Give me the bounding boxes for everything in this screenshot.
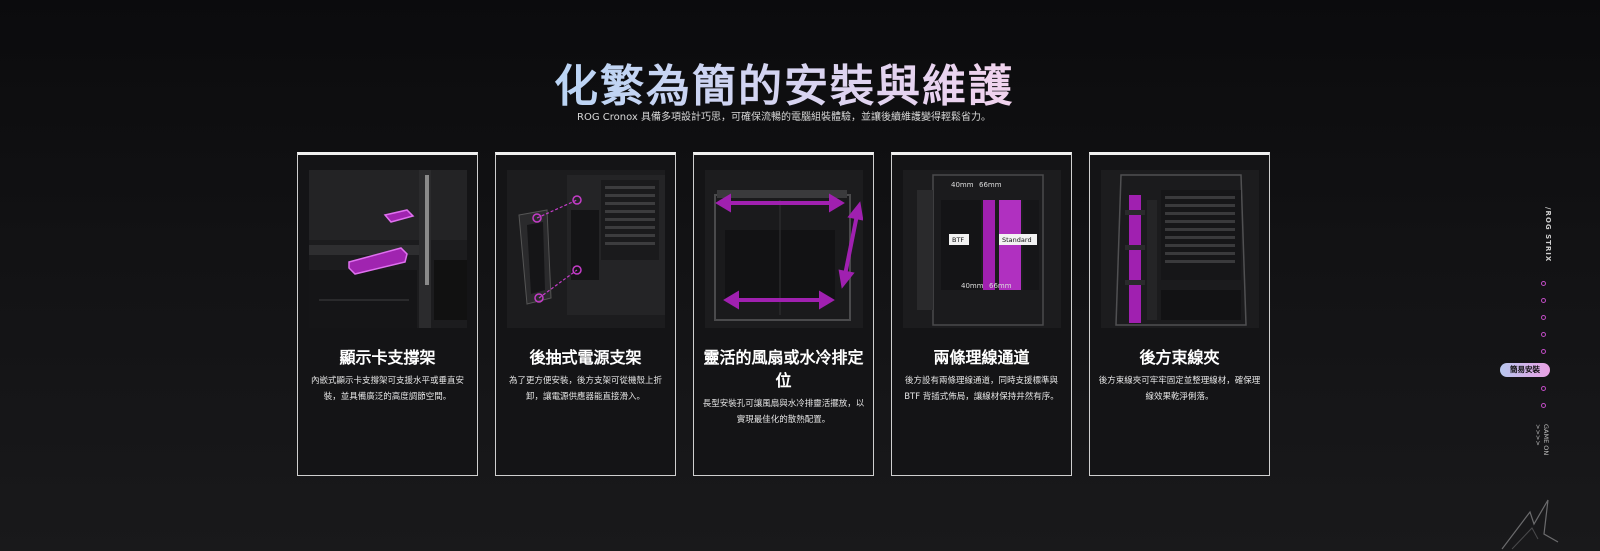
card-description: 為了更方便安裝，後方支架可從機殼上折卸，讓電源供應器能直接滑入。 <box>508 376 662 402</box>
section-nav-dot[interactable] <box>1541 386 1546 391</box>
rog-strix-brand: /ROG STRIX <box>1544 207 1552 263</box>
section-nav-active[interactable]: 簡易安裝 <box>1500 363 1550 377</box>
page-title: 化繁為簡的安裝與維護 <box>0 50 1568 114</box>
gpu-holder-image <box>309 170 467 328</box>
game-on-label: GAME ON >>>> <box>1534 424 1550 456</box>
card-description: 長型安裝孔可讓風扇與水冷排靈活擺放，以實現最佳化的散熱配置。 <box>702 399 865 425</box>
card-description: 後方束線夾可牢牢固定並整理線材，確保理線效果乾淨俐落。 <box>1098 376 1261 402</box>
card-description: 後方設有兩條理線通道，同時支援標準與 BTF 背插式佈局，讓線材保持井然有序。 <box>904 376 1059 402</box>
section-nav-dot[interactable] <box>1541 332 1546 337</box>
feature-card-cable-clips: 後方束線夾 後方束線夾可牢牢固定並整理線材，確保理線效果乾淨俐落。 <box>1089 152 1270 476</box>
section-nav-dot[interactable] <box>1541 315 1546 320</box>
feature-card-fan-radiator: 靈活的風扇或水冷排定位 長型安裝孔可讓風扇與水冷排靈活擺放，以實現最佳化的散熱配… <box>693 152 874 476</box>
label-btf: BTF <box>952 236 964 244</box>
feature-card-gpu-holder: 顯示卡支撐架 內嵌式顯示卡支撐架可支援水平或垂直安裝，並具備廣泛的高度調節空間。 <box>297 152 478 476</box>
section-nav-dot[interactable] <box>1541 281 1546 286</box>
label-top-right: 66mm <box>979 181 1002 189</box>
section-nav-dot[interactable] <box>1541 349 1546 354</box>
card-title: 顯示卡支撐架 <box>339 348 436 367</box>
label-bottom-left: 40mm <box>961 282 984 290</box>
feature-card-psu-bracket: 後抽式電源支架 為了更方便安裝，後方支架可從機殼上折卸，讓電源供應器能直接滑入。 <box>495 152 676 476</box>
label-standard: Standard <box>1002 236 1032 244</box>
rog-eye-logo-icon <box>1501 499 1559 550</box>
fan-radiator-image <box>705 170 863 328</box>
card-title: 後方束線夾 <box>1139 348 1220 367</box>
page-subtitle: ROG Cronox 具備多項設計巧思，可確保流暢的電腦組裝體驗，並讓後續維護變… <box>577 112 991 123</box>
section-nav-dot[interactable] <box>1541 298 1546 303</box>
feature-card-cable-channels: 40mm 66mm BTF Standard 40mm 66mm 兩條理線通道 … <box>891 152 1072 476</box>
label-top-left: 40mm <box>951 181 974 189</box>
card-title: 兩條理線通道 <box>933 348 1030 367</box>
card-title: 後抽式電源支架 <box>529 348 642 367</box>
card-title: 靈活的風扇或水冷排定位 <box>703 348 864 390</box>
psu-bracket-image <box>507 170 665 328</box>
cable-clips-image <box>1101 170 1259 328</box>
cable-channels-image: 40mm 66mm BTF Standard 40mm 66mm <box>903 170 1061 328</box>
section-nav-dot[interactable] <box>1541 403 1546 408</box>
card-description: 內嵌式顯示卡支撐架可支援水平或垂直安裝，並具備廣泛的高度調節空間。 <box>310 376 464 402</box>
label-bottom-right: 66mm <box>989 282 1012 290</box>
